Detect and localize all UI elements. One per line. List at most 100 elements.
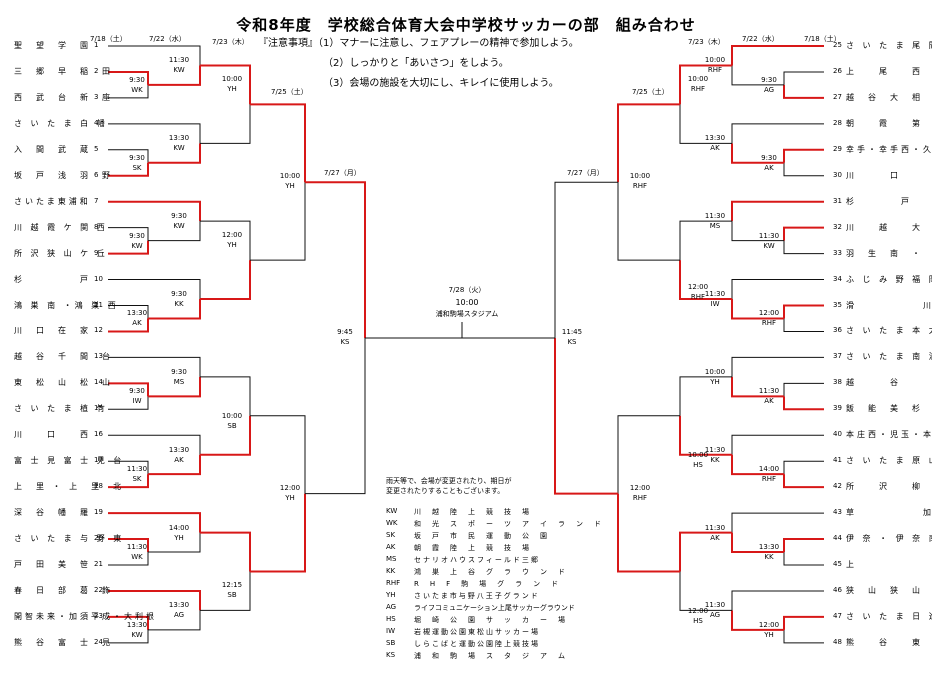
bracket-line — [108, 434, 201, 455]
team-right-35: 滑 川 — [846, 300, 932, 310]
team-right-27: 越 谷 大 相 模 — [846, 92, 932, 102]
venue-name: 鴻 巣 上 谷 グ ラ ウ ン ド — [414, 568, 567, 576]
bracket-line — [108, 162, 149, 177]
bracket-line — [200, 64, 251, 105]
venue-code: SB — [386, 639, 396, 647]
bracket-line — [679, 220, 732, 261]
team-right-44: 伊 奈 ・ 伊 奈 南 — [846, 534, 932, 544]
venue-code: KS — [386, 651, 396, 659]
team-number: 19 — [94, 508, 103, 517]
match-venue: KK — [174, 300, 184, 308]
bracket-line — [731, 512, 824, 533]
bracket-line — [200, 104, 251, 144]
final-time: 10:00 — [455, 298, 479, 307]
team-number: 25 — [833, 41, 842, 49]
team-left-7: さいたま東浦和 — [14, 196, 91, 206]
venue-name: 岩槻運動公園東松山サッカー場 — [414, 628, 540, 636]
bracket-line — [108, 305, 149, 319]
bracket-line — [617, 415, 680, 494]
bracket-line — [783, 552, 824, 566]
team-number: 13 — [94, 352, 103, 361]
bracket-line — [108, 200, 201, 222]
bracket-line — [148, 610, 201, 631]
bracket-line — [679, 104, 732, 144]
note-line-2: （2）しっかりと「あいさつ」をしよう。 — [323, 58, 509, 69]
match-time: 9:30 — [171, 290, 187, 298]
team-number: 23 — [94, 611, 103, 620]
date-sf-right: 7/27（月） — [567, 169, 604, 177]
team-right-45: 上 尾 — [846, 560, 932, 569]
match-time: 9:30 — [129, 75, 145, 84]
date-r1-right: 7/18（土） — [804, 35, 841, 43]
team-number: 44 — [833, 534, 842, 543]
date-r2-left: 7/22（水） — [149, 35, 186, 43]
venue-name: しらこばと運動公園陸上競技場 — [414, 640, 540, 648]
final-venue: 浦和駒場スタジアム — [435, 310, 499, 318]
team-number: 4 — [94, 118, 99, 127]
team-number: 6 — [94, 170, 99, 179]
match-time: 11:30 — [704, 212, 726, 221]
venue-name: R H F 駒 場 グ ラ ン ド — [414, 580, 561, 588]
team-number: 28 — [833, 118, 842, 127]
bracket-line — [731, 434, 824, 455]
qf-match-time: 10:00 — [279, 172, 301, 181]
team-number: 24 — [94, 637, 103, 646]
bracket-line — [108, 474, 149, 489]
team-left-4: さ い た ま 白 幡 — [14, 118, 108, 128]
bracket-line — [554, 337, 618, 495]
weather-notice: 雨天等で、会場が変更されたり、期日が 変更されたりすることもございます。 — [386, 476, 511, 496]
bracket-line — [783, 71, 824, 85]
match-venue: IW — [710, 300, 720, 308]
bracket-line — [731, 299, 784, 320]
date-qf-right: 7/25（土） — [632, 88, 669, 96]
bracket-line — [305, 337, 366, 495]
r3-match-time: 12:00 — [221, 230, 243, 239]
team-number: 38 — [833, 378, 842, 387]
r3-match-time: 10:00 — [221, 412, 243, 421]
bracket-line — [108, 318, 149, 333]
r3-match-venue: RHF — [690, 292, 706, 301]
team-left-12: 川 口 在 家 — [14, 326, 91, 336]
date-final: 7/28（火） — [448, 286, 486, 294]
bracket-line — [108, 629, 149, 644]
bracket-line — [148, 143, 201, 164]
team-right-42: 所 沢 柳 瀬 — [846, 482, 932, 492]
match-time: 9:30 — [129, 387, 145, 396]
team-number: 29 — [833, 144, 842, 153]
date-r3-right: 7/23（木） — [688, 38, 725, 46]
match-venue: AK — [764, 163, 774, 172]
team-number: 2 — [94, 66, 99, 75]
match-venue: MS — [173, 377, 185, 386]
qf-match-time: 10:00 — [629, 172, 651, 181]
bracket-line — [200, 376, 251, 416]
bracket-line — [731, 200, 824, 222]
match-time: 13:30 — [168, 134, 190, 143]
bracket-line — [617, 493, 680, 573]
team-number: 33 — [833, 248, 842, 257]
match-time: 11:30 — [704, 601, 726, 610]
bracket-line — [250, 493, 306, 573]
bracket-line — [108, 356, 201, 377]
bracket-line — [250, 182, 306, 261]
bracket-line — [200, 571, 251, 611]
venue-name: 坂 戸 市 民 運 動 公 園 — [414, 532, 549, 540]
date-r3-left: 7/23（木） — [212, 38, 249, 46]
match-venue: MS — [709, 222, 721, 231]
team-right-34: ふ じ み 野 福 岡 — [846, 274, 932, 284]
notice-line-2: 変更されたりすることもございます。 — [386, 487, 505, 495]
team-number: 32 — [833, 222, 842, 231]
team-number: 34 — [833, 274, 842, 283]
match-time: 10:00 — [704, 56, 726, 65]
match-time: 14:00 — [168, 523, 190, 532]
bracket-line — [108, 84, 149, 99]
team-left-6: 坂 戸 浅 羽 野 — [14, 170, 113, 180]
team-right-33: 羽 生 南 ・ 東 — [846, 248, 932, 258]
match-venue: YH — [174, 533, 184, 542]
match-time: 9:30 — [171, 367, 187, 376]
team-number: 43 — [833, 508, 842, 517]
venue-name: ライフコミュニケーション上尾サッカーグラウンド — [414, 604, 575, 612]
bracket-line — [617, 182, 680, 261]
match-venue: SK — [132, 475, 142, 484]
team-number: 46 — [833, 585, 842, 594]
